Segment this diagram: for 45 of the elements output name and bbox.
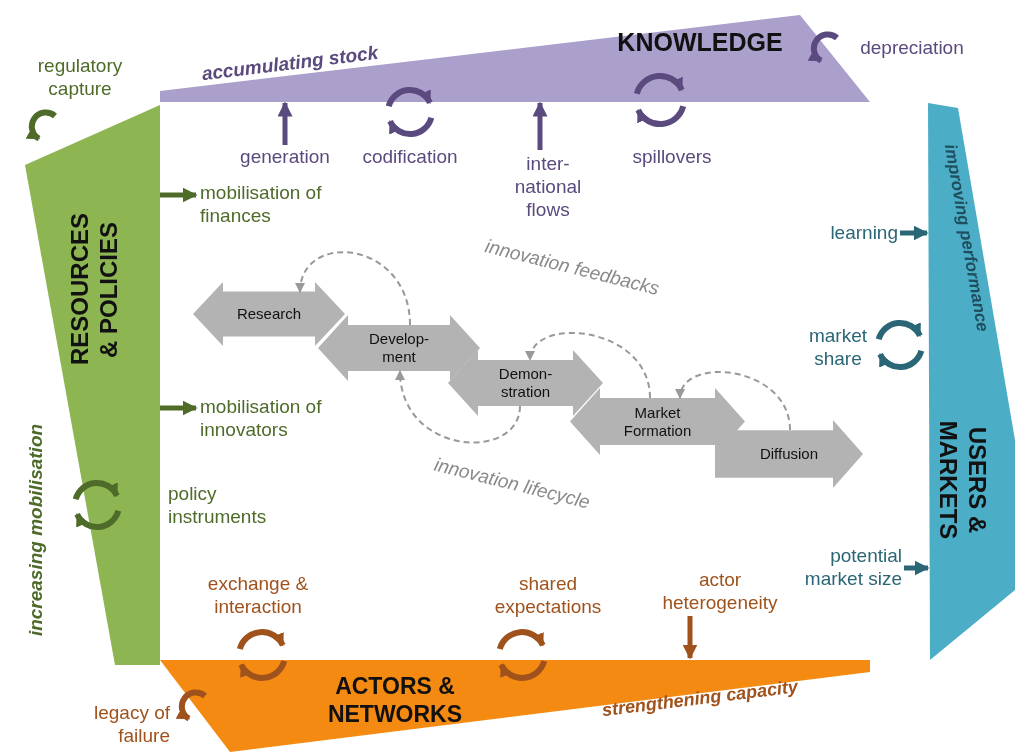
stage-label: Market Formation [622, 403, 693, 440]
arrow [904, 560, 930, 576]
feedback-arrow [396, 370, 521, 444]
feedback-arrow [296, 251, 411, 326]
factor-label: depreciation [859, 36, 965, 60]
stage-shape [193, 282, 345, 346]
stage-label: Diffusion [758, 445, 820, 463]
arrow [277, 101, 293, 145]
stage-label: Demon- stration [497, 365, 554, 401]
factor-label: generation [225, 145, 345, 169]
band-caption: increasing mobilisation [24, 422, 47, 639]
stage-shape [570, 388, 745, 455]
band-caption: accumulating stock [199, 40, 381, 87]
arrow [160, 400, 198, 416]
users-band [925, 100, 1017, 662]
factor-label: codification [361, 145, 459, 169]
band-title: KNOWLEDGE [616, 27, 784, 57]
factor-label: market share [807, 325, 869, 371]
factor-label: spillovers [631, 145, 713, 169]
stage-label: Research [235, 305, 303, 323]
stage-shape [318, 315, 480, 381]
factor-label: potential market size [790, 545, 902, 591]
factor-label: inter- national flows [503, 152, 593, 222]
factor-label: legacy of failure [92, 702, 170, 748]
stage-label: Develop- ment [368, 330, 430, 366]
band-title: RESOURCES & POLICIES [66, 215, 123, 365]
arrow [682, 616, 698, 660]
factor-label: mobilisation of finances [200, 182, 325, 228]
factor-label: shared expectations [493, 573, 603, 619]
factor-label: learning [808, 222, 898, 245]
band-caption: strengthening capacity [599, 675, 800, 723]
band-title: ACTORS & NETWORKS [326, 673, 464, 729]
band-title: USERS & MARKETS [934, 419, 991, 542]
feedback-arrow [677, 371, 791, 431]
arrow [532, 101, 548, 150]
arrow [160, 187, 198, 203]
factor-label: mobilisation of innovators [200, 396, 325, 442]
factor-label: exchange & interaction [206, 573, 310, 619]
factor-label: policy instruments [168, 483, 268, 529]
stage-shape [448, 350, 603, 416]
stage-shape [715, 420, 863, 488]
arrow [900, 225, 929, 241]
factor-label: regulatory capture [36, 55, 124, 101]
feedback-arrow [527, 331, 651, 399]
factor-label: actor heterogeneity [655, 569, 785, 615]
